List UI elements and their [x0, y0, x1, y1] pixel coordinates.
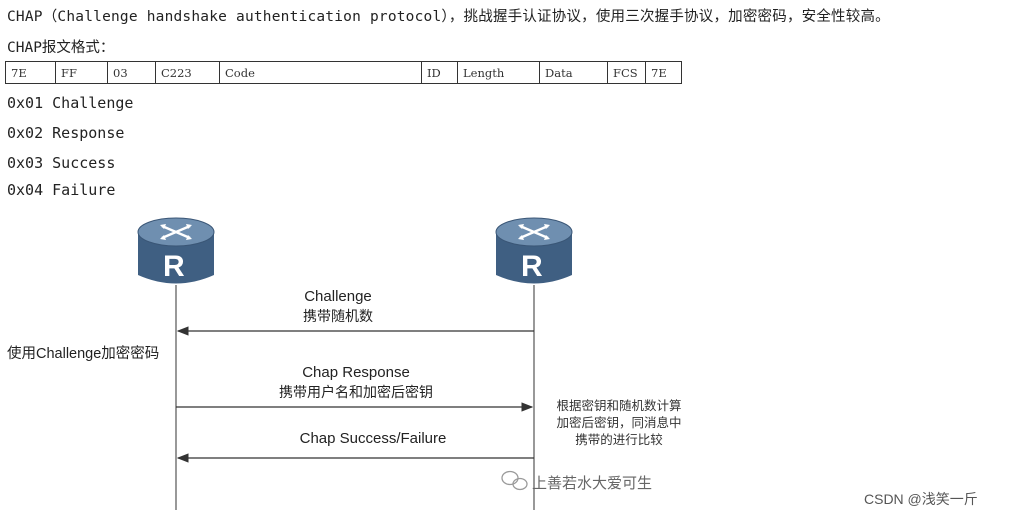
frame-field: 03: [107, 61, 156, 84]
right-note-line: 加密后密钥，同消息中: [556, 416, 682, 430]
msg2-subtitle: 携带用户名和加密后密钥: [279, 384, 433, 400]
frame-field: 7E: [5, 61, 56, 84]
frame-field: 7E: [645, 61, 682, 84]
frame-field: Data: [539, 61, 608, 84]
frame-row: 7E FF 03 C223 Code ID Length Data FCS 7E: [5, 61, 682, 84]
csdn-credit: CSDN @浅笑一斤: [864, 491, 978, 507]
code-failure: 0x04 Failure: [7, 181, 116, 199]
wechat-watermark-icon: [501, 470, 528, 491]
intro-line: CHAP（Challenge handshake authentication …: [7, 9, 890, 25]
left-router-letter: R: [163, 250, 185, 283]
msg1-subtitle: 携带随机数: [303, 308, 373, 324]
code-success: 0x03 Success: [7, 154, 116, 172]
right-note: 根据密钥和随机数计算 加密后密钥，同消息中 携带的进行比较: [546, 398, 692, 449]
right-note-line: 根据密钥和随机数计算: [556, 399, 682, 413]
msg2-title: Chap Response: [302, 364, 410, 381]
chap-frame-table: 7E FF 03 C223 Code ID Length Data FCS 7E: [5, 61, 682, 84]
frame-field: FCS: [607, 61, 646, 84]
code-challenge: 0x01 Challenge: [7, 94, 134, 112]
frame-field: Length: [457, 61, 540, 84]
frame-field: C223: [155, 61, 220, 84]
right-note-line: 携带的进行比较: [575, 433, 663, 447]
left-note: 使用Challenge加密密码: [7, 346, 160, 362]
right-router-letter: R: [521, 250, 543, 283]
frame-field: Code: [219, 61, 422, 84]
msg1-title: Challenge: [304, 288, 372, 305]
frame-field: ID: [421, 61, 458, 84]
format-label: CHAP报文格式：: [7, 40, 115, 56]
code-response: 0x02 Response: [7, 124, 125, 142]
frame-field: FF: [55, 61, 108, 84]
watermark-text: 上善若水大爱可生: [532, 475, 653, 492]
msg3-title: Chap Success/Failure: [299, 430, 447, 447]
